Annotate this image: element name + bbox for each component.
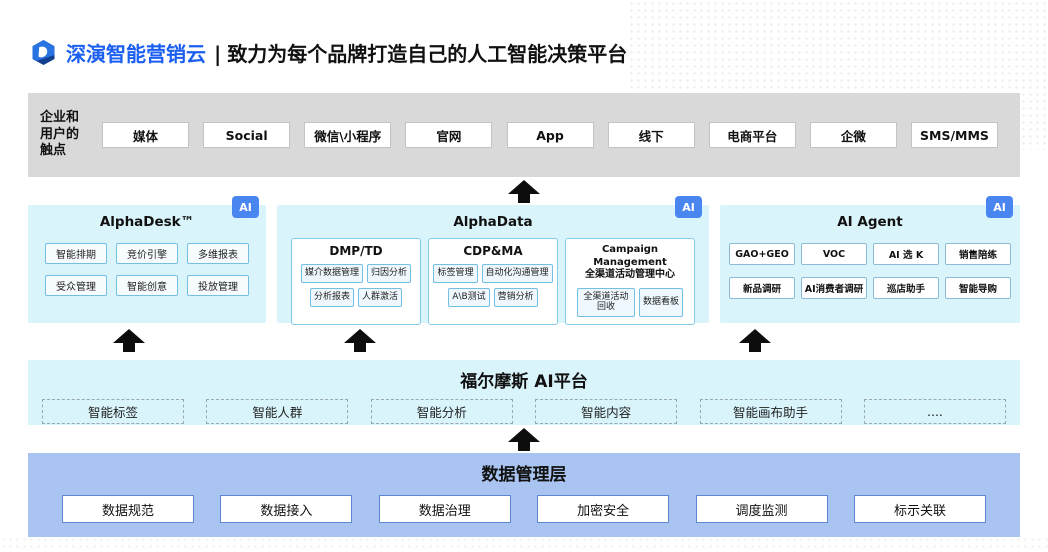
data-module-box: 数据治理	[378, 495, 511, 523]
feature-chip: AI消费者调研	[801, 277, 867, 299]
panel-alphadata: AI AlphaData DMP/TD 媒介数据管理 归因分析 分析报表 人群激…	[277, 196, 709, 326]
data-module-box: 调度监测	[695, 495, 828, 523]
alphadesk-feature-grid: 智能排期 竞价引擎 多维报表 受众管理 智能创意 投放管理	[28, 243, 266, 296]
brand-logo-icon	[32, 40, 55, 65]
touchpoint-ecommerce: 电商平台	[708, 122, 796, 148]
data-layer-title: 数据管理层	[481, 465, 567, 485]
up-arrow-icon	[508, 180, 540, 203]
header: 深演智能营销云 |致力为每个品牌打造自己的人工智能决策平台	[30, 38, 627, 67]
touchpoint-app: App	[506, 122, 594, 148]
touchpoint-social: Social	[203, 122, 291, 148]
feature-chip: VOC	[801, 243, 867, 265]
ai-platform-capabilities: 智能标签 智能人群 智能分析 智能内容 智能画布助手 ....	[28, 399, 1020, 424]
ai-agent-feature-grid: GAO+GEO VOC AI 选 K 销售陪练 新品调研 AI消费者调研 巡店助…	[720, 243, 1020, 299]
group-title: DMP/TD	[329, 244, 383, 258]
panel-title-alphadata: AlphaData	[453, 214, 533, 230]
feature-chip: 销售陪练	[945, 243, 1011, 265]
feature-chip: 巡店助手	[873, 277, 939, 299]
capability-box: 智能画布助手	[699, 399, 842, 424]
world-map-dots-decoration	[0, 536, 1048, 552]
feature-chip: 多维报表	[187, 243, 249, 264]
capability-box-more: ....	[863, 399, 1006, 424]
feature-chip: 智能创意	[116, 275, 178, 296]
up-arrow-icon	[739, 329, 771, 352]
data-layer-modules: 数据规范 数据接入 数据治理 加密安全 调度监测 标示关联	[28, 495, 1020, 523]
ai-badge: AI	[986, 196, 1013, 218]
up-arrow-icon	[344, 329, 376, 352]
alphadata-groups: DMP/TD 媒介数据管理 归因分析 分析报表 人群激活 CDP&MA	[277, 238, 709, 326]
feature-chip: 归因分析	[367, 264, 412, 283]
capability-box: 智能分析	[370, 399, 513, 424]
feature-chip: 智能排期	[45, 243, 107, 264]
feature-chip: 新品调研	[729, 277, 795, 299]
capability-box: 智能内容	[535, 399, 678, 424]
feature-chip: 全渠道活动回收	[576, 287, 635, 318]
title-divider: |	[214, 42, 222, 66]
touchpoint-offline: 线下	[607, 122, 695, 148]
panel-title-alphadesk: AlphaDesk™	[99, 214, 195, 230]
feature-chip: 人群激活	[358, 287, 403, 307]
data-module-box: 数据接入	[220, 495, 353, 523]
panel-alphadesk: AI AlphaDesk™ 智能排期 竞价引擎 多维报表 受众管理 智能创意 投…	[28, 196, 266, 323]
panel-ai-agent: AI AI Agent GAO+GEO VOC AI 选 K 销售陪练 新品调研…	[720, 196, 1020, 323]
group-cdp-ma: CDP&MA 标签管理 自动化沟通管理 A\B测试 营销分析	[428, 238, 558, 326]
brand-name: 深演智能营销云	[66, 42, 206, 66]
panel-title-ai-agent: AI Agent	[837, 214, 903, 230]
group-dmp-td: DMP/TD 媒介数据管理 归因分析 分析报表 人群激活	[291, 238, 421, 326]
ai-platform-title: 福尔摩斯 AI平台	[460, 372, 588, 392]
feature-chip: GAO+GEO	[729, 243, 795, 265]
feature-chip: 媒介数据管理	[300, 264, 363, 283]
data-module-box: 标示关联	[853, 495, 986, 523]
feature-chip: 分析报表	[309, 287, 354, 307]
page-title: 深演智能营销云 |致力为每个品牌打造自己的人工智能决策平台	[66, 38, 627, 67]
tagline: 致力为每个品牌打造自己的人工智能决策平台	[227, 42, 628, 66]
touchpoints-label: 企业和用户的触点	[40, 109, 80, 159]
data-module-box: 数据规范	[62, 495, 194, 523]
group-title: CDP&MA	[463, 244, 523, 258]
touchpoint-wechat-miniprogram: 微信\小程序	[304, 122, 392, 148]
touchpoints-band: 企业和用户的触点 媒体 Social 微信\小程序 官网 App 线下 电商平台…	[28, 93, 1020, 177]
feature-chip: 受众管理	[45, 275, 107, 296]
feature-chip: 竞价引擎	[116, 243, 178, 264]
group-campaign-management: Campaign Management 全渠道活动管理中心 全渠道活动回收 数据…	[565, 238, 695, 326]
feature-chip: 营销分析	[493, 287, 538, 307]
capability-box: 智能人群	[206, 399, 349, 424]
feature-chip: 智能导购	[945, 277, 1011, 299]
feature-chip: 投放管理	[187, 275, 249, 296]
group-title-en: Campaign Management	[593, 244, 667, 268]
feature-chip: 数据看板	[638, 287, 683, 318]
ai-badge: AI	[232, 196, 259, 218]
touchpoint-sms-mms: SMS/MMS	[911, 122, 998, 148]
capability-box: 智能标签	[42, 399, 184, 424]
touchpoint-wecom: 企微	[809, 122, 897, 148]
product-panels: AI AlphaDesk™ 智能排期 竞价引擎 多维报表 受众管理 智能创意 投…	[28, 196, 1020, 326]
ai-badge: AI	[675, 196, 702, 218]
group-title-zh: 全渠道活动管理中心	[585, 269, 675, 280]
ai-platform-band: 福尔摩斯 AI平台 智能标签 智能人群 智能分析 智能内容 智能画布助手 ...…	[28, 360, 1020, 425]
feature-chip: 标签管理	[433, 264, 478, 283]
touchpoints-list: 媒体 Social 微信\小程序 官网 App 线下 电商平台 企微 SMS/M…	[102, 122, 998, 148]
feature-chip: AI 选 K	[873, 243, 939, 265]
touchpoint-media: 媒体	[102, 122, 189, 148]
feature-chip: 自动化沟通管理	[481, 264, 553, 283]
data-management-band: 数据管理层 数据规范 数据接入 数据治理 加密安全 调度监测 标示关联	[28, 453, 1020, 537]
data-module-box: 加密安全	[537, 495, 670, 523]
touchpoint-website: 官网	[405, 122, 493, 148]
up-arrow-icon	[508, 428, 540, 451]
feature-chip: A\B测试	[448, 287, 490, 307]
up-arrow-icon	[113, 329, 145, 352]
